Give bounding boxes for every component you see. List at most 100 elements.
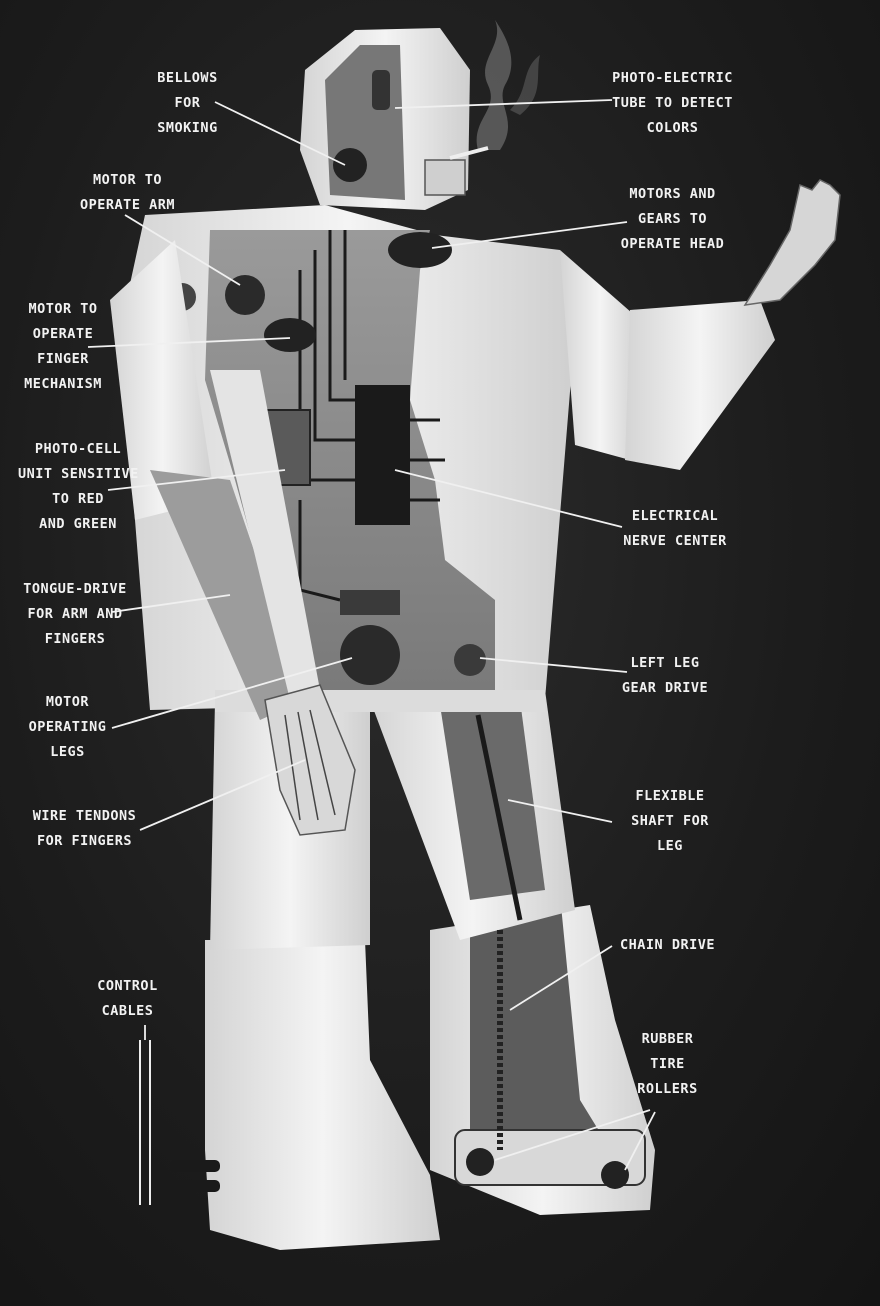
electrical-nerve-center [355, 385, 410, 525]
label-line: TIRE [650, 1056, 685, 1072]
label-line: CABLES [101, 1003, 154, 1019]
smoke-wisp-2 [510, 55, 540, 115]
label-line: SHAFT FOR [631, 813, 709, 829]
label-line: FINGERS [44, 631, 106, 647]
leader-motor-legs [111, 657, 353, 729]
flexible-shaft [475, 714, 523, 921]
leader-motor-arm [124, 214, 241, 286]
label-line: COLORS [646, 120, 699, 136]
bellows [333, 148, 367, 182]
label-line: GEARS TO [637, 211, 708, 227]
mouth-grille [424, 159, 466, 196]
label-line: ELECTRICAL [631, 508, 719, 524]
left-leg-cutaway [440, 700, 545, 900]
leader-flexible-shaft [507, 799, 613, 823]
label-line: OPERATE HEAD [620, 236, 725, 252]
leader-tongue-drive [111, 594, 231, 613]
label-line: OPERATE [32, 326, 94, 342]
label-line: MOTOR TO [92, 172, 163, 188]
label-line: TONGUE-DRIVE [23, 581, 127, 597]
label-line: FOR ARM AND [27, 606, 123, 622]
label-chain-drive: CHAIN DRIVE [610, 933, 725, 958]
label-line: LEFT LEG [630, 655, 700, 671]
label-motor-operating-legs: MOTOR OPERATING LEGS [20, 690, 115, 765]
leader-motor-finger [87, 337, 291, 348]
label-rubber-tire-rollers: RUBBER TIRE ROLLERS [620, 1027, 715, 1102]
label-line: MOTORS AND [629, 186, 716, 202]
right-boot [205, 940, 440, 1250]
leader-left-leg-gear [479, 657, 628, 673]
label-left-leg-gear-drive: LEFT LEG GEAR DRIVE [610, 651, 720, 701]
label-line: RUBBER [641, 1031, 694, 1047]
label-control-cables: CONTROL CABLES [85, 974, 170, 1024]
label-line: TUBE TO DETECT [612, 95, 733, 111]
leader-photo-cell [107, 469, 286, 491]
gear-box [340, 590, 400, 615]
label-line: MECHANISM [24, 376, 102, 392]
leader-motors-gears-head [431, 221, 628, 249]
leader-chain-drive [509, 945, 613, 1011]
right-hand [264, 684, 356, 836]
label-line: CONTROL [97, 978, 158, 994]
leader-rubber-tire-1 [494, 1109, 651, 1161]
label-wire-tendons: WIRE TENDONS FOR FINGERS [22, 804, 147, 854]
leader-nerve-center [394, 469, 623, 528]
label-line: PHOTO-ELECTRIC [612, 70, 733, 86]
label-line: TO RED [52, 491, 104, 507]
label-line: CHAIN DRIVE [620, 937, 715, 953]
label-line: LEGS [50, 744, 85, 760]
label-electrical-nerve-center: ELECTRICAL NERVE CENTER [615, 504, 735, 554]
label-line: AND GREEN [39, 516, 117, 532]
leader-lines [87, 99, 656, 1171]
motors-gears-head [388, 232, 452, 268]
wire-tendons [284, 709, 336, 821]
label-tongue-drive: TONGUE-DRIVE FOR ARM AND FINGERS [15, 577, 135, 652]
label-line: FLEXIBLE [635, 788, 705, 804]
label-line: BELLOWS [157, 70, 218, 86]
label-line: WIRE TENDONS [32, 808, 137, 824]
cable-plug-2 [170, 1180, 220, 1192]
right-upper-arm [110, 240, 215, 520]
label-line: MOTOR [45, 694, 90, 710]
left-upper-arm [560, 250, 640, 460]
label-photo-cell-unit: PHOTO-CELL UNIT SENSITIVE TO RED AND GRE… [18, 437, 138, 537]
label-line: OPERATING [28, 719, 107, 735]
rubber-tire-roller-2 [601, 1161, 629, 1189]
label-motor-operate-finger: MOTOR TO OPERATE FINGER MECHANISM [18, 297, 108, 397]
label-line: NERVE CENTER [623, 533, 727, 549]
left-forearm [625, 300, 775, 470]
leader-bellows [214, 101, 346, 166]
label-line: FOR [174, 95, 201, 111]
cigarette [449, 146, 489, 160]
label-line: OPERATE ARM [80, 197, 175, 213]
label-line: LEG [657, 838, 683, 854]
label-flexible-shaft: FLEXIBLE SHAFT FOR LEG [620, 784, 720, 859]
label-bellows-for-smoking: BELLOWS FOR SMOKING [135, 66, 240, 141]
rubber-tire-roller-1 [466, 1148, 494, 1176]
smoke-wisp [476, 20, 512, 150]
leader-photo-electric [394, 99, 613, 109]
motor-operating-legs [340, 625, 400, 685]
label-line: GEAR DRIVE [621, 680, 709, 696]
label-motor-operate-arm: MOTOR TO OPERATE ARM [60, 168, 195, 218]
label-line: FINGER [37, 351, 89, 367]
label-line: UNIT SENSITIVE [18, 466, 139, 482]
leader-wire-tendons [139, 759, 306, 831]
label-line: ROLLERS [637, 1081, 698, 1097]
label-line: PHOTO-CELL [34, 441, 122, 457]
label-photo-electric-tube: PHOTO-ELECTRIC TUBE TO DETECT COLORS [610, 66, 735, 141]
leader-rubber-tire-2 [624, 1111, 656, 1171]
motor-operate-arm [225, 275, 265, 315]
left-hand [743, 179, 841, 306]
motor-operate-finger [264, 318, 316, 352]
label-motors-gears-head: MOTORS AND GEARS TO OPERATE HEAD [615, 182, 730, 257]
head-cutaway [325, 45, 405, 200]
photo-electric-tube [372, 70, 390, 110]
left-leg-gear [454, 644, 486, 676]
cable-plug-1 [170, 1160, 220, 1172]
label-line: MOTOR TO [28, 301, 98, 317]
right-forearm-shell [210, 370, 320, 700]
label-line: FOR FINGERS [37, 833, 132, 849]
